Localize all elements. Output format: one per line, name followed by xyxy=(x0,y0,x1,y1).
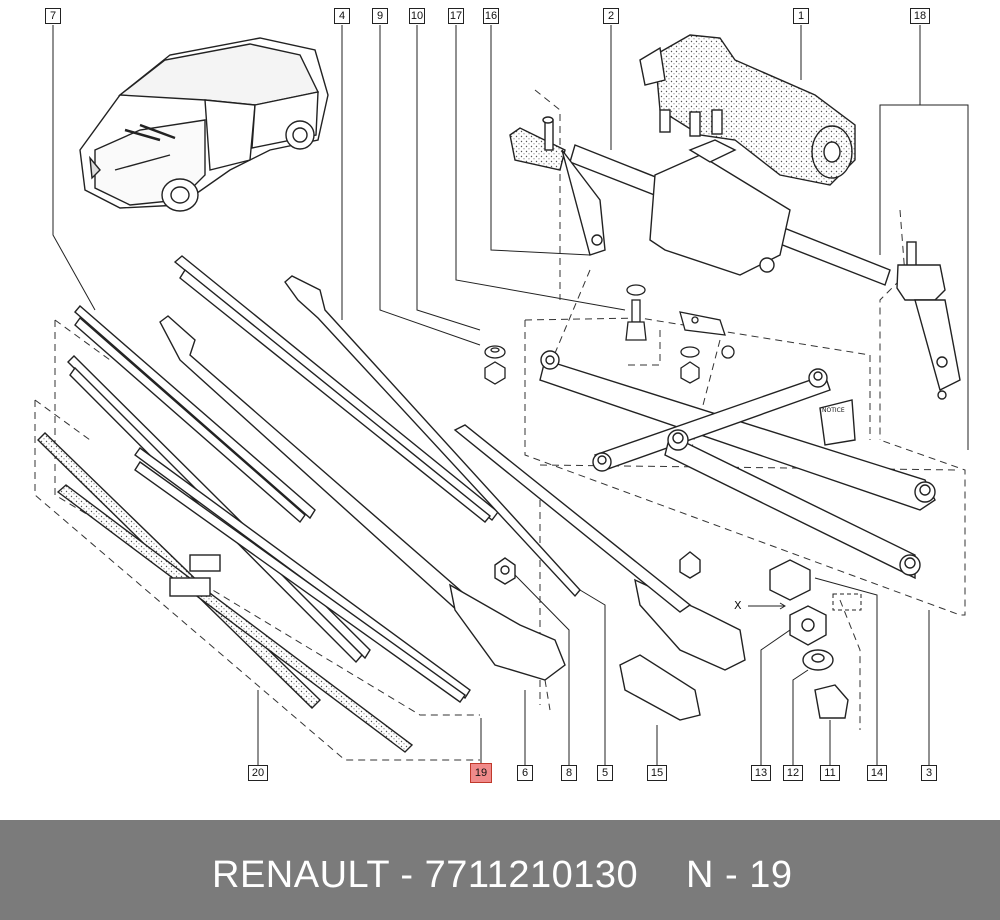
callout-20: 20 xyxy=(248,765,268,781)
callout-4: 4 xyxy=(334,8,350,24)
callout-9: 9 xyxy=(372,8,388,24)
wiper-blades xyxy=(37,255,499,753)
nuts-and-caps xyxy=(494,551,849,721)
callout-11: 11 xyxy=(820,765,840,781)
callout-14: 14 xyxy=(867,765,887,781)
callout-1: 1 xyxy=(793,8,809,24)
callout-5: 5 xyxy=(597,765,613,781)
reference-number-text: N - 19 xyxy=(686,854,793,896)
callout-19-highlighted: 19 xyxy=(470,763,492,783)
callout-2: 2 xyxy=(603,8,619,24)
wiper-motor xyxy=(639,34,856,186)
exploded-view-drawing: NOTICE X xyxy=(34,25,969,765)
callout-7: 7 xyxy=(45,8,61,24)
callout-18: 18 xyxy=(910,8,930,24)
x-marker-label: X xyxy=(734,599,742,612)
callout-10: 10 xyxy=(409,8,425,24)
callout-8: 8 xyxy=(561,765,577,781)
callout-6: 6 xyxy=(517,765,533,781)
car-illustration xyxy=(79,37,329,212)
callout-16: 16 xyxy=(483,8,499,24)
crank-linkage-bars: NOTICE xyxy=(539,350,936,580)
part-number-text: RENAULT - 7711210130 xyxy=(212,854,639,896)
linkage-frame xyxy=(509,116,891,286)
notice-label: NOTICE xyxy=(822,407,845,414)
callout-17: 17 xyxy=(448,8,464,24)
callout-13: 13 xyxy=(751,765,771,781)
right-pivot xyxy=(896,241,961,400)
small-fasteners-top xyxy=(484,284,735,385)
callout-15: 15 xyxy=(647,765,667,781)
wiper-arms xyxy=(159,275,746,681)
callout-3: 3 xyxy=(921,765,937,781)
parts-diagram: NOTICE X xyxy=(34,8,969,783)
leader-lines xyxy=(52,25,969,765)
footer-bar: RENAULT - 7711210130 N - 19 xyxy=(0,820,1000,920)
x-marker: X xyxy=(734,593,862,612)
callout-12: 12 xyxy=(783,765,803,781)
